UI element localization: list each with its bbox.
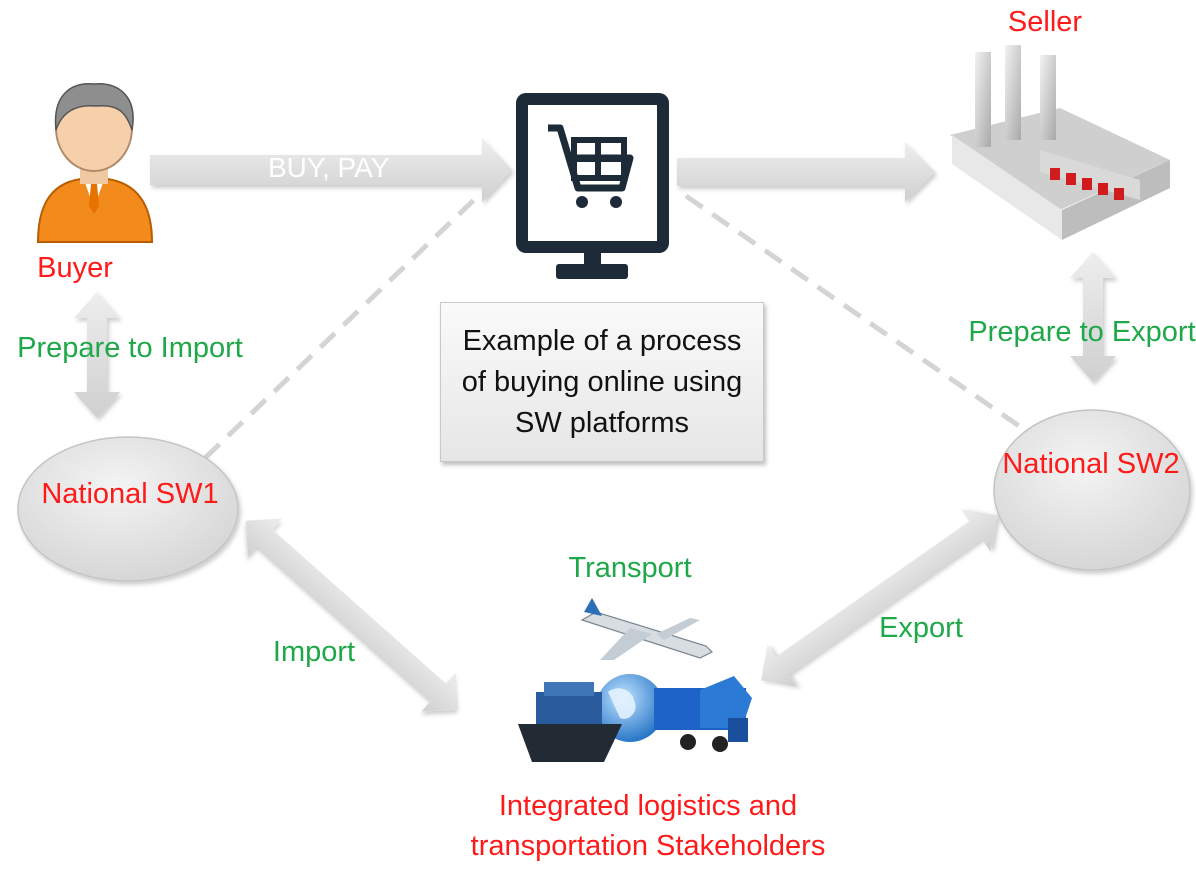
buyer-person-icon bbox=[36, 83, 154, 243]
dashed-connector-monitor-sw2 bbox=[684, 193, 1024, 431]
national-sw2-label: National SW2 bbox=[1002, 448, 1180, 480]
dashed-connector-sw1-monitor bbox=[203, 194, 480, 460]
transport-label: Transport bbox=[568, 552, 692, 584]
prepare-to-export-label: Prepare to Export bbox=[968, 316, 1196, 348]
arrow-monitor-seller bbox=[677, 142, 935, 202]
prepare-to-import-label: Prepare to Import bbox=[17, 332, 243, 364]
description-box: Example of a process of buying online us… bbox=[440, 302, 764, 462]
arrow-import bbox=[245, 518, 459, 712]
arrow-prepare-import bbox=[74, 292, 120, 418]
description-text: Example of a process of buying online us… bbox=[461, 324, 743, 439]
national-sw1-label: National SW1 bbox=[41, 478, 219, 510]
import-label: Import bbox=[272, 636, 356, 668]
arrow-prepare-export bbox=[1070, 252, 1116, 382]
seller-label: Seller bbox=[1007, 6, 1083, 38]
factory-icon bbox=[950, 45, 1170, 240]
cargo-ship-icon bbox=[518, 682, 622, 762]
buy-pay-label: BUY, PAY bbox=[268, 152, 390, 183]
national-sw1-node bbox=[17, 436, 239, 582]
transport-icon bbox=[518, 598, 752, 762]
arrow-buy-pay bbox=[150, 138, 512, 202]
buyer-label: Buyer bbox=[37, 252, 113, 284]
arrow-export bbox=[761, 509, 997, 687]
truck-icon bbox=[654, 676, 752, 752]
export-label: Export bbox=[879, 612, 963, 644]
national-sw2-node bbox=[993, 409, 1191, 571]
stakeholders-label: Integrated logistics and transportation … bbox=[470, 790, 826, 862]
airplane-icon bbox=[580, 598, 714, 660]
shopping-cart-monitor-icon bbox=[516, 93, 669, 279]
